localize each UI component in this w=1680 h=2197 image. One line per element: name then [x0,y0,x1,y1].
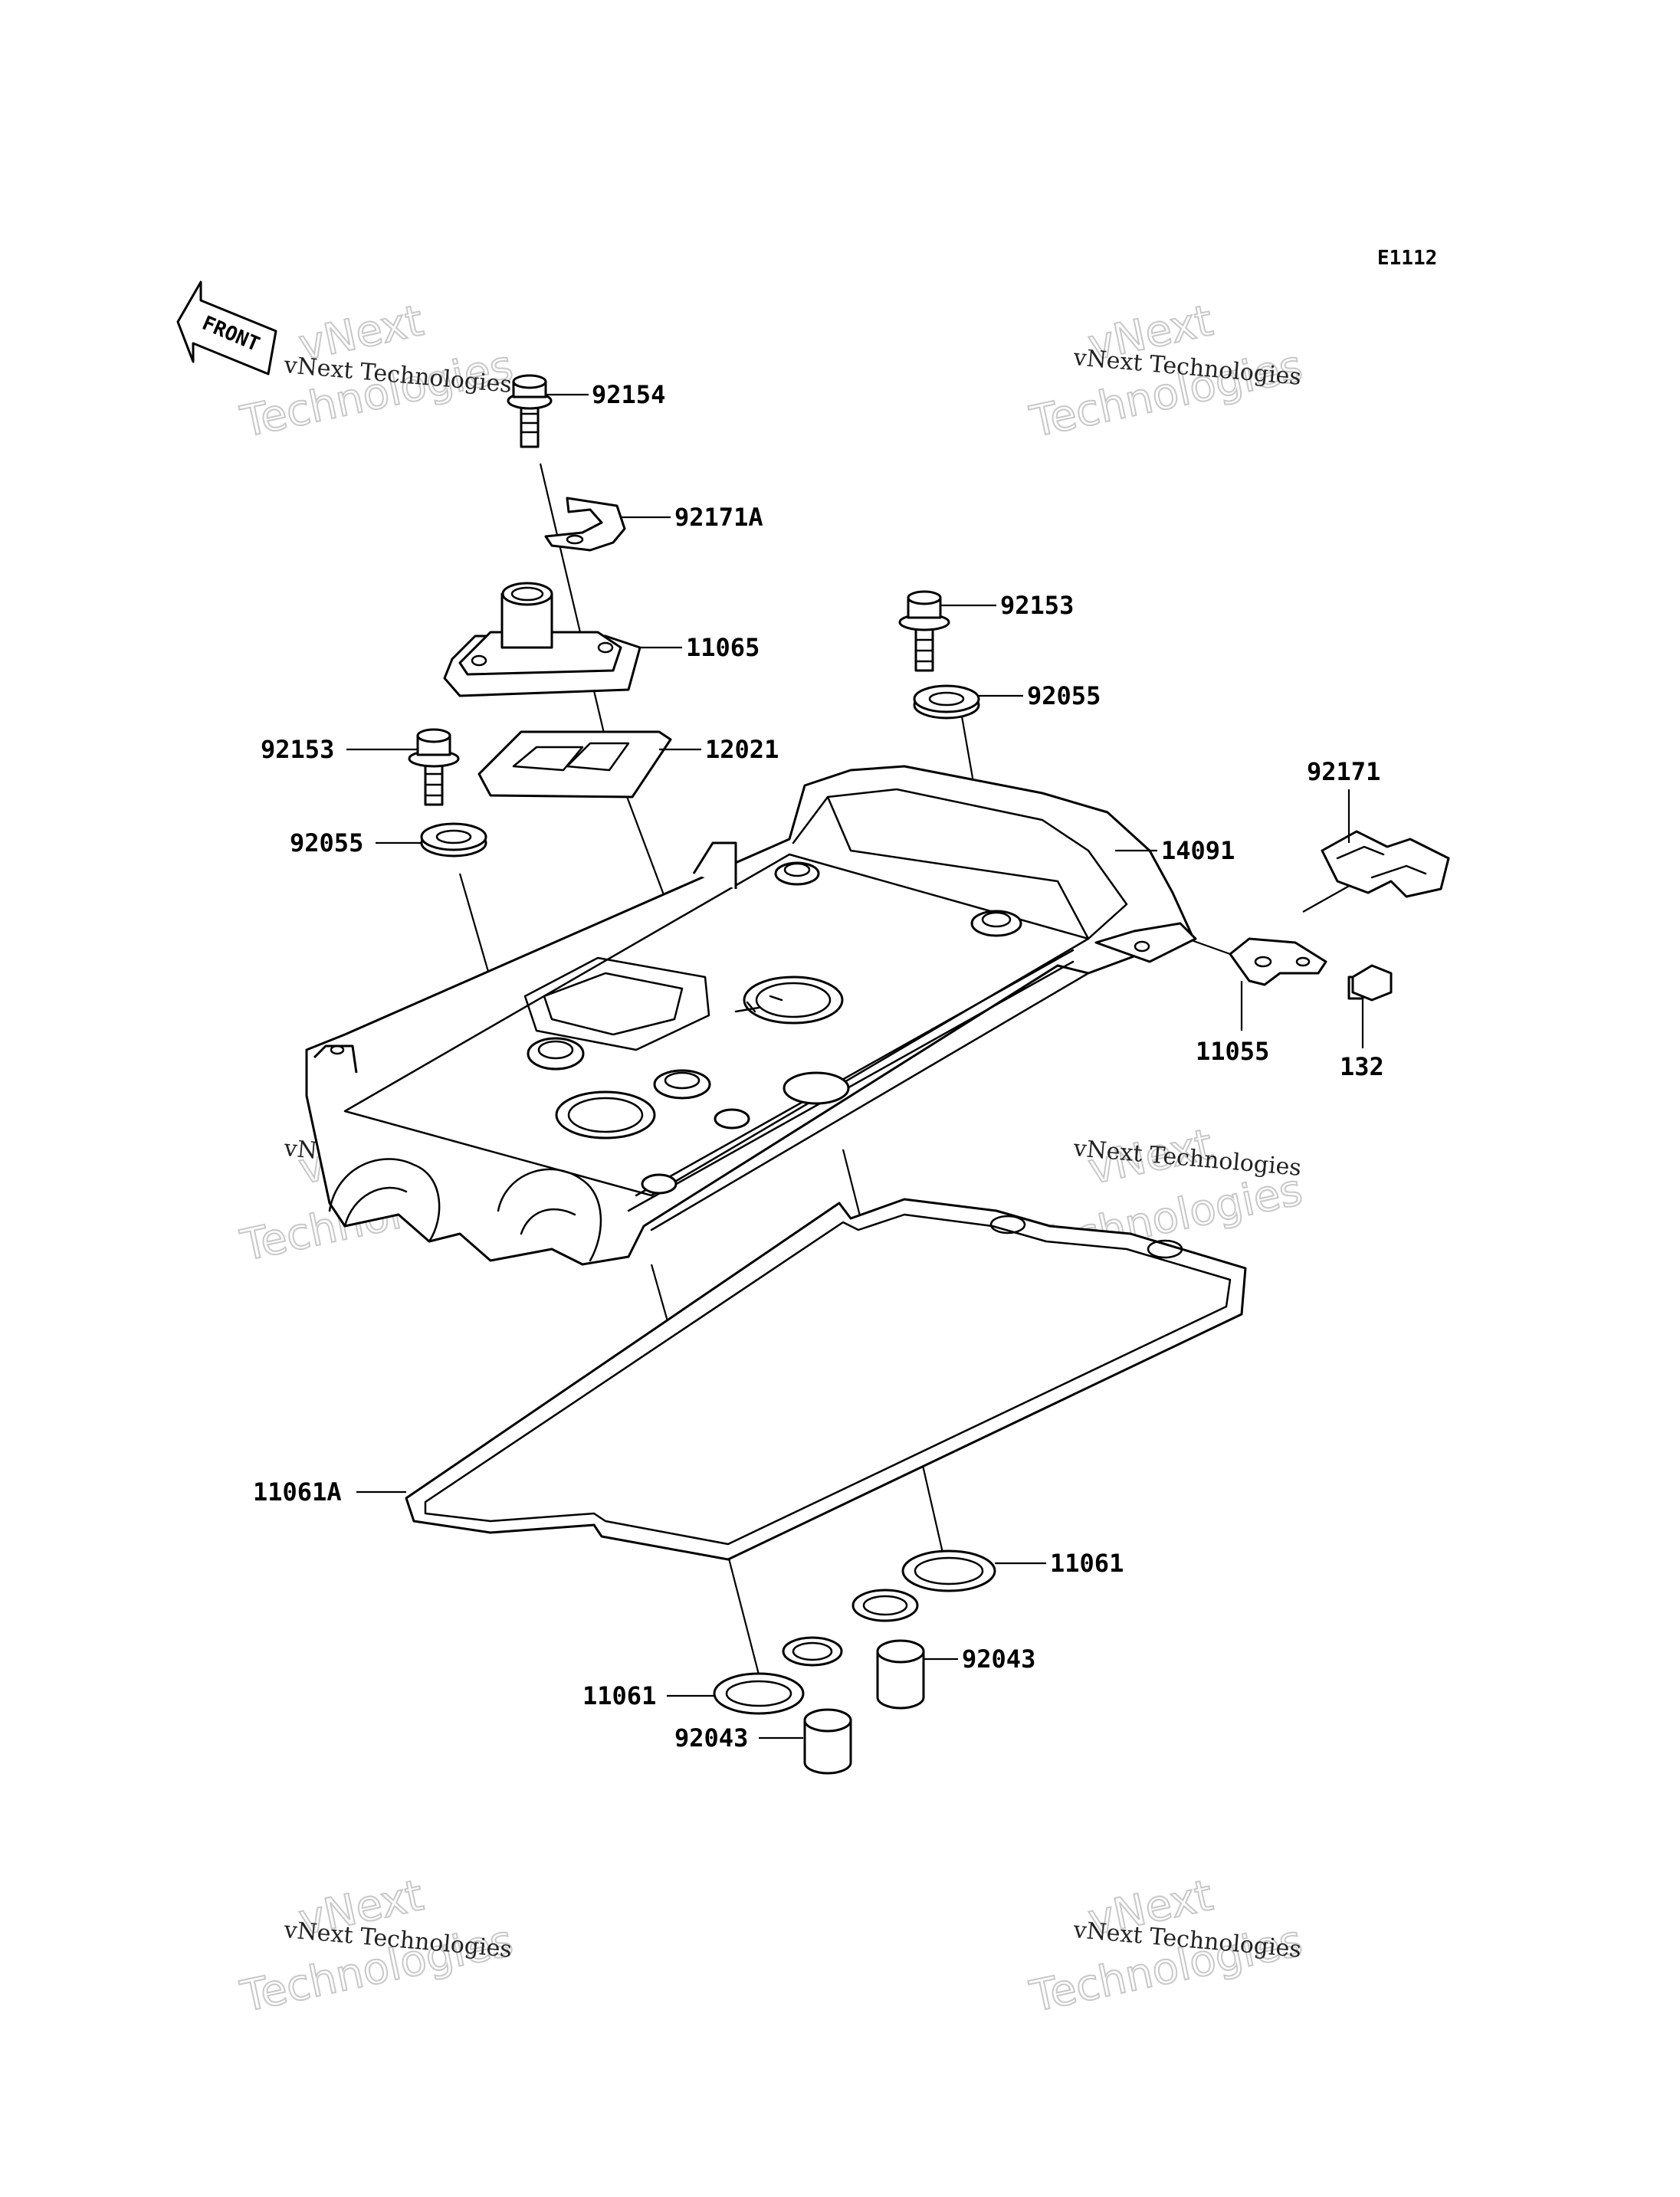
diagram-code: E1112 [1377,247,1437,270]
part-label-11055: 11055 [1196,1037,1269,1066]
part-label-92055-left: 92055 [290,828,363,857]
part-label-12021: 12021 [705,735,779,764]
seal-11061-right-icon [851,1549,996,1622]
plate-12021-icon [477,730,672,798]
part-label-14091: 14091 [1161,836,1235,865]
part-label-132: 132 [1340,1052,1384,1081]
bolt-132-icon [1347,964,1393,1002]
bracket-92171a-icon [544,497,626,552]
washer-92055-left-icon [420,822,487,857]
bracket-11055-icon [1229,937,1327,986]
seal-11061-left-icon [713,1636,843,1715]
clamp-92171-icon [1321,830,1450,898]
part-label-92055-right: 92055 [1027,681,1101,710]
part-label-92154: 92154 [592,380,665,409]
front-arrow-icon: FRONT [176,280,277,375]
part-label-11065: 11065 [686,633,760,662]
breather-cover-11065-icon [443,582,641,697]
washer-92055-right-icon [913,684,980,720]
part-labels: 92154 92171A 11065 92153 92055 92153 120… [253,380,1384,1753]
part-label-11061a: 11061A [253,1477,342,1507]
bolt-92153-right-icon [898,590,950,672]
dowel-92043-right-icon [876,1639,925,1710]
part-label-92153-left: 92153 [261,735,334,764]
callout-leaders [346,393,1364,1740]
cylinder-head-cover-14091-icon [305,765,1197,1266]
part-label-92043-left: 92043 [674,1723,748,1753]
bolt-92153-left-icon [408,728,460,806]
part-label-92171a: 92171A [674,503,763,532]
gasket-11061a-icon [405,1198,1247,1561]
part-label-11061-left: 11061 [582,1681,656,1710]
dowel-92043-left-icon [803,1708,852,1775]
part-label-92153-right: 92153 [1000,591,1074,620]
part-label-92043-right: 92043 [962,1644,1035,1674]
part-label-92171: 92171 [1307,757,1380,786]
part-label-11061-right: 11061 [1050,1549,1124,1578]
bolt-92154-icon [507,374,553,448]
